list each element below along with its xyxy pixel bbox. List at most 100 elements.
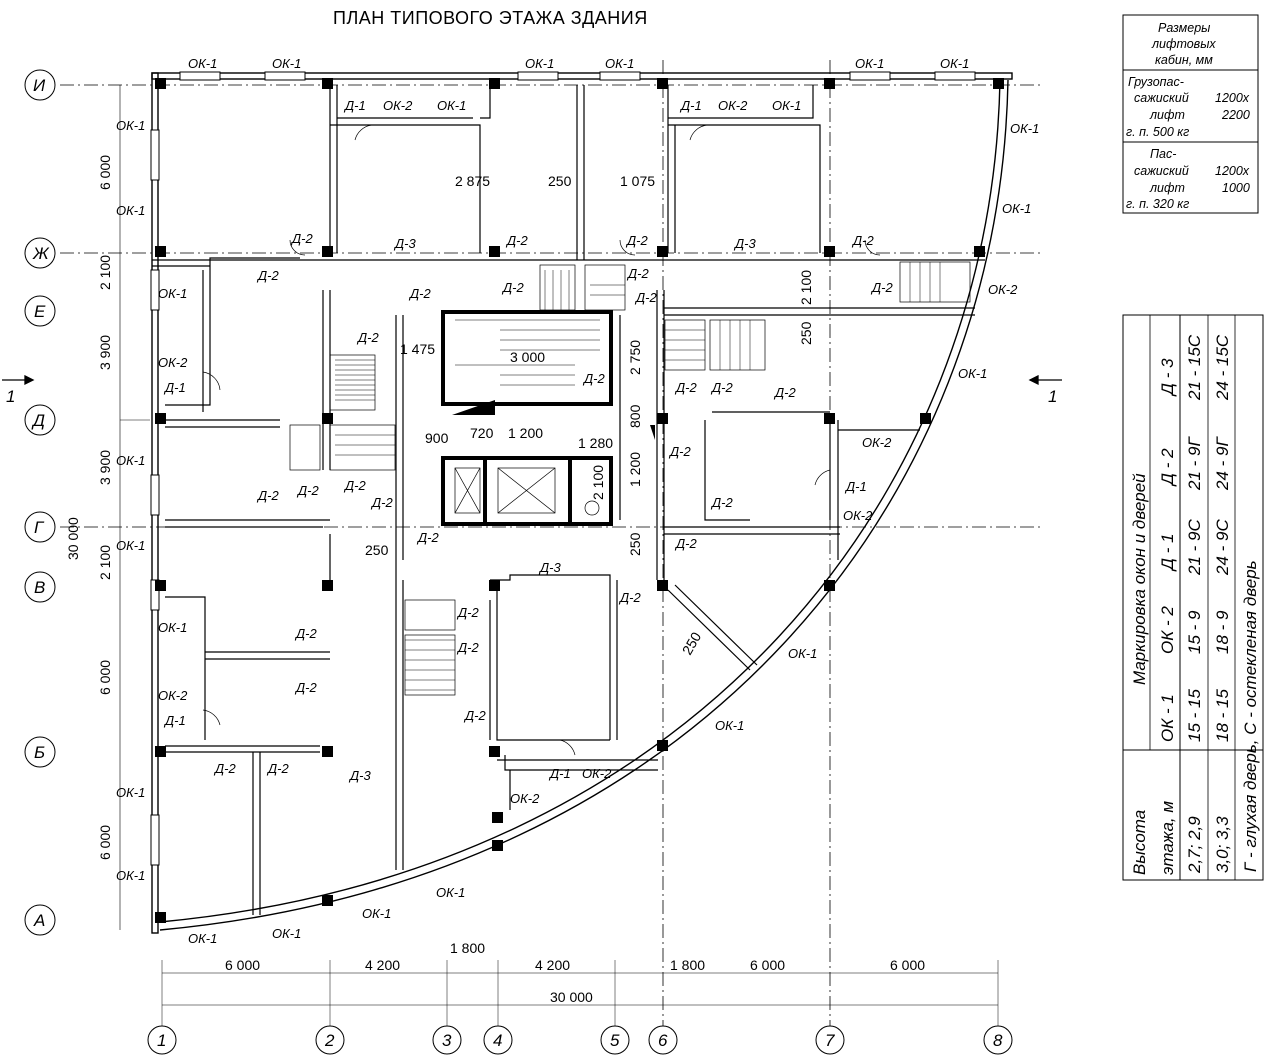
- svg-text:Д - 1: Д - 1: [1158, 533, 1177, 572]
- svg-text:ОК - 1: ОК - 1: [1158, 694, 1177, 742]
- svg-text:И: И: [33, 76, 46, 95]
- svg-text:2 875: 2 875: [455, 173, 490, 189]
- svg-text:250: 250: [627, 532, 643, 556]
- svg-text:6 000: 6 000: [97, 660, 113, 695]
- svg-text:Д-2: Д-2: [870, 280, 893, 295]
- page-title: ПЛАН ТИПОВОГО ЭТАЖА ЗДАНИЯ: [333, 8, 648, 28]
- svg-text:Д-2: Д-2: [456, 640, 479, 655]
- svg-text:Д-2: Д-2: [668, 444, 691, 459]
- svg-text:Д-2: Д-2: [456, 605, 479, 620]
- svg-text:8: 8: [993, 1031, 1003, 1050]
- svg-text:ОК-1: ОК-1: [116, 785, 145, 800]
- svg-text:4 200: 4 200: [535, 957, 570, 973]
- svg-text:1200х: 1200х: [1215, 164, 1250, 178]
- svg-text:ОК-1: ОК-1: [188, 931, 217, 946]
- svg-text:Д-2: Д-2: [674, 380, 697, 395]
- svg-text:ОК-1: ОК-1: [158, 620, 187, 635]
- svg-text:ОК-1: ОК-1: [715, 718, 744, 733]
- svg-text:Б: Б: [34, 743, 45, 762]
- svg-text:3 900: 3 900: [97, 450, 113, 485]
- axis-labels-vertical: 1 2 3 4 5 6 7 8: [157, 1031, 1003, 1050]
- svg-text:Пас-: Пас-: [1150, 147, 1176, 161]
- svg-text:Д-2: Д-2: [416, 530, 439, 545]
- svg-text:Д-2: Д-2: [294, 626, 317, 641]
- svg-text:ОК-2: ОК-2: [510, 791, 540, 806]
- svg-text:ОК-1: ОК-1: [188, 56, 217, 71]
- svg-text:Д-2: Д-2: [634, 290, 657, 305]
- svg-text:ОК-1: ОК-1: [437, 98, 466, 113]
- svg-text:1: 1: [157, 1031, 166, 1050]
- svg-text:1 280: 1 280: [578, 435, 613, 451]
- svg-text:ОК-1: ОК-1: [788, 646, 817, 661]
- svg-text:Д-2: Д-2: [505, 233, 528, 248]
- svg-text:Д-1: Д-1: [163, 713, 186, 728]
- svg-text:24 - 9С: 24 - 9С: [1213, 519, 1232, 576]
- bottom-dimensions: 6 000 4 200 4 200 1 800 6 000 6 000 1 80…: [225, 940, 925, 1005]
- svg-text:ОК-1: ОК-1: [116, 868, 145, 883]
- svg-text:1 800: 1 800: [670, 957, 705, 973]
- svg-text:6 000: 6 000: [890, 957, 925, 973]
- svg-text:Д-2: Д-2: [773, 385, 796, 400]
- svg-text:ОК-1: ОК-1: [116, 538, 145, 553]
- svg-text:2 100: 2 100: [798, 270, 814, 305]
- svg-text:30 000: 30 000: [65, 517, 81, 560]
- svg-text:2 100: 2 100: [590, 465, 606, 500]
- svg-text:ОК-2: ОК-2: [582, 766, 612, 781]
- svg-text:24 - 9Г: 24 - 9Г: [1213, 436, 1232, 491]
- svg-text:Д-1: Д-1: [679, 98, 702, 113]
- svg-text:Маркировка окон и дверей: Маркировка окон и дверей: [1130, 473, 1149, 685]
- svg-text:18 - 15: 18 - 15: [1213, 689, 1232, 742]
- svg-text:лифтовых: лифтовых: [1151, 37, 1216, 51]
- svg-text:Д-2: Д-2: [618, 590, 641, 605]
- marking-table: Высота этажа, м 2,7; 2,9 3,0; 3,3 Маркир…: [1122, 314, 1264, 881]
- svg-text:4: 4: [493, 1031, 502, 1050]
- svg-text:Д-2: Д-2: [710, 495, 733, 510]
- svg-text:ОК-1: ОК-1: [855, 56, 884, 71]
- axis-labels-horizontal: И Ж Е Д Г В Б А: [31, 76, 50, 930]
- svg-text:Д-2: Д-2: [501, 280, 524, 295]
- svg-text:2 100: 2 100: [97, 545, 113, 580]
- svg-text:6 000: 6 000: [225, 957, 260, 973]
- left-dimensions: 6 000 2 100 3 900 3 900 2 100 6 000 6 00…: [65, 155, 113, 860]
- svg-text:Д - 2: Д - 2: [1158, 448, 1177, 487]
- svg-text:2 750: 2 750: [627, 340, 643, 375]
- svg-text:Д-1: Д-1: [163, 380, 186, 395]
- svg-text:лифт: лифт: [1149, 181, 1185, 195]
- svg-text:800: 800: [627, 404, 643, 428]
- svg-text:1200х: 1200х: [1215, 91, 1250, 105]
- svg-text:900: 900: [425, 430, 449, 446]
- svg-text:21 - 9С: 21 - 9С: [1185, 519, 1204, 576]
- axis-bubbles-vertical: [147, 1025, 1013, 1055]
- svg-text:ОК-2: ОК-2: [718, 98, 748, 113]
- svg-text:Д-3: Д-3: [538, 560, 561, 575]
- svg-text:Д-2: Д-2: [213, 761, 236, 776]
- svg-text:ОК-1: ОК-1: [772, 98, 801, 113]
- exterior-walls: [151, 72, 1013, 934]
- svg-text:Д-2: Д-2: [256, 488, 279, 503]
- svg-text:Д-2: Д-2: [626, 266, 649, 281]
- interior-walls: [152, 85, 985, 915]
- svg-text:Д - 3: Д - 3: [1158, 358, 1177, 397]
- svg-text:1 800: 1 800: [450, 940, 485, 956]
- svg-text:ОК-2: ОК-2: [383, 98, 413, 113]
- svg-text:Д-1: Д-1: [844, 479, 867, 494]
- columns: [155, 78, 1004, 923]
- svg-text:3 900: 3 900: [97, 335, 113, 370]
- svg-text:ОК-2: ОК-2: [988, 282, 1018, 297]
- svg-text:2: 2: [324, 1031, 335, 1050]
- svg-text:ОК-2: ОК-2: [862, 435, 892, 450]
- svg-text:18 - 9: 18 - 9: [1213, 610, 1232, 654]
- svg-text:Д-2: Д-2: [582, 371, 605, 386]
- svg-text:ОК-1: ОК-1: [525, 56, 554, 71]
- svg-text:250: 250: [548, 173, 572, 189]
- svg-text:Д-2: Д-2: [463, 708, 486, 723]
- svg-text:21 - 15С: 21 - 15С: [1185, 334, 1204, 401]
- svg-text:ОК-1: ОК-1: [1010, 121, 1039, 136]
- svg-text:ОК-1: ОК-1: [958, 366, 987, 381]
- svg-text:Ж: Ж: [32, 244, 50, 263]
- svg-text:г. п. 320 кг: г. п. 320 кг: [1126, 197, 1189, 211]
- svg-text:15 - 9: 15 - 9: [1185, 610, 1204, 654]
- svg-text:5: 5: [610, 1031, 620, 1050]
- svg-text:ОК-1: ОК-1: [605, 56, 634, 71]
- svg-text:6: 6: [658, 1031, 668, 1050]
